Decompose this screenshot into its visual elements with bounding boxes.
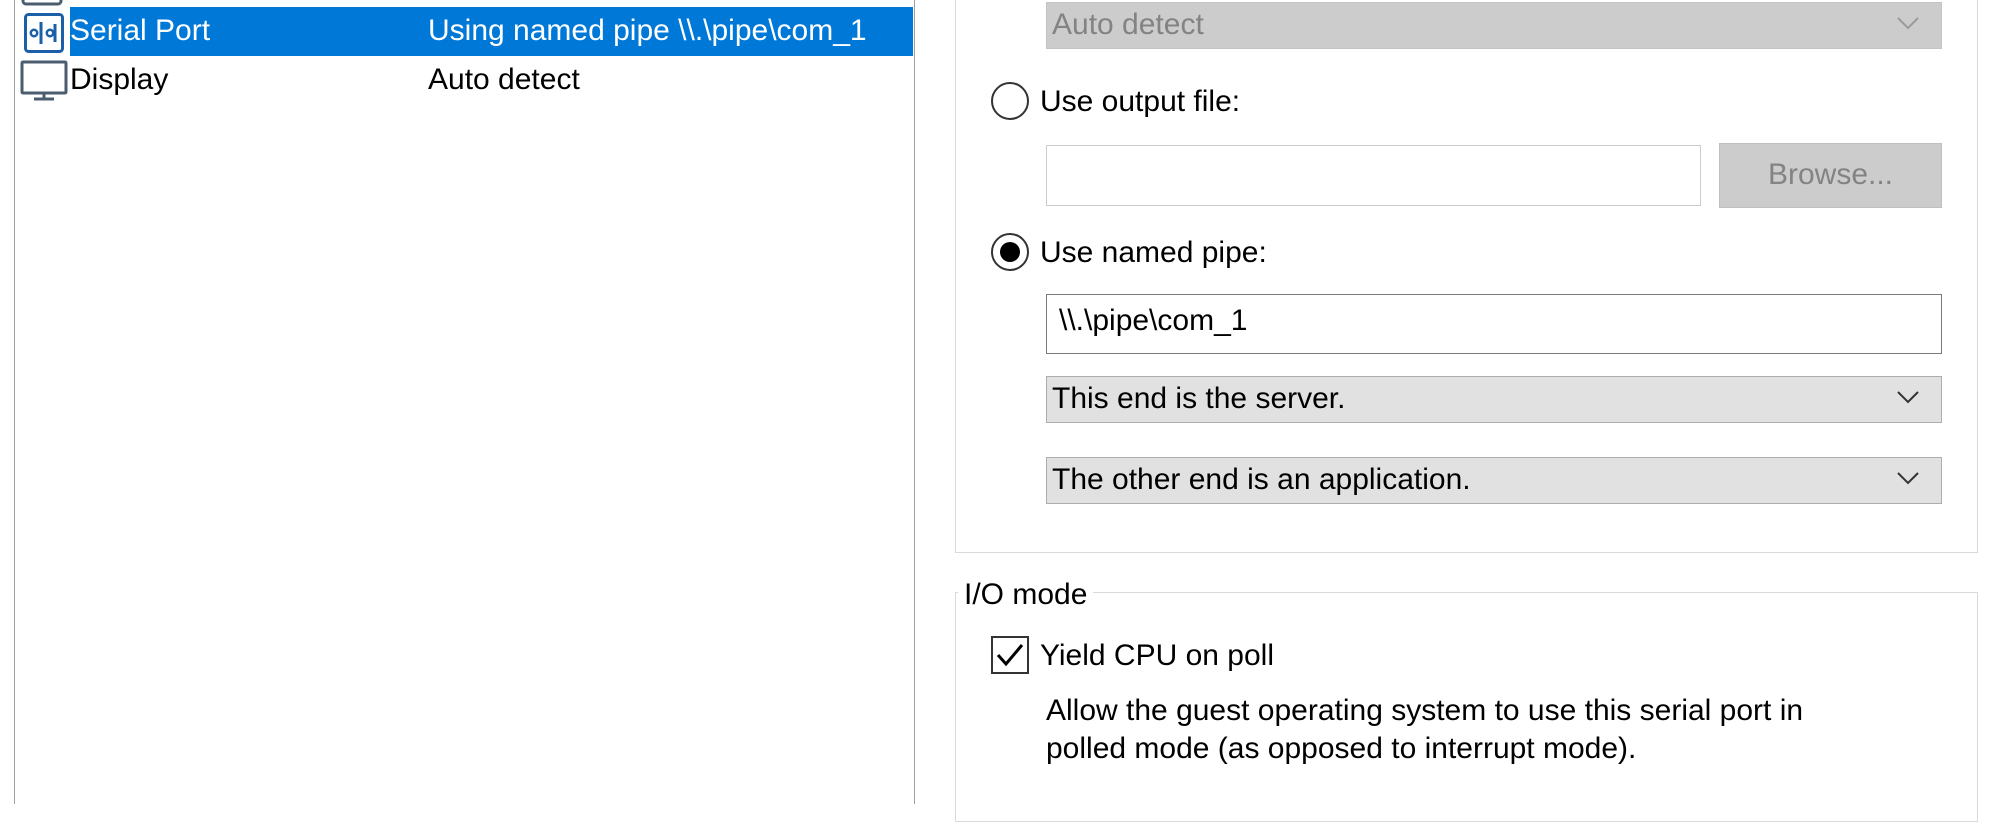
named-pipe-label: Use named pipe: (1040, 236, 1267, 269)
combo-value: This end is the server. (1052, 382, 1346, 415)
output-file-radio[interactable] (991, 82, 1029, 120)
device-name: Display (70, 63, 169, 96)
browse-button[interactable]: Browse... (1719, 143, 1942, 208)
far-end-combo[interactable]: The other end is an application. (1046, 457, 1942, 504)
monitor-icon (20, 60, 70, 102)
checkmark-icon (996, 644, 1024, 667)
named-pipe-radio[interactable] (991, 233, 1029, 271)
connection-group (955, 0, 1978, 553)
physical-port-combo: Auto detect (1046, 2, 1942, 49)
device-list-panel (14, 0, 915, 804)
device-row-display[interactable]: Display Auto detect (18, 58, 915, 106)
io-mode-title: I/O mode (958, 577, 1094, 613)
row-selection-highlight (70, 7, 913, 56)
output-file-label: Use output file: (1040, 85, 1241, 118)
chevron-down-icon (1897, 472, 1919, 485)
device-summary: Auto detect (428, 63, 580, 96)
description-line: polled mode (as opposed to interrupt mod… (1046, 732, 1637, 765)
named-pipe-input[interactable]: \\.\pipe\com_1 (1046, 294, 1942, 354)
device-row-serial-port[interactable]: Serial Port Using named pipe \\.\pipe\co… (18, 7, 915, 56)
io-mode-description: Allow the guest operating system to use … (1046, 692, 1946, 768)
combo-value: Auto detect (1052, 8, 1204, 41)
output-file-input[interactable] (1046, 145, 1701, 206)
radio-selected-dot (1000, 242, 1020, 262)
near-end-combo[interactable]: This end is the server. (1046, 376, 1942, 423)
description-line: Allow the guest operating system to use … (1046, 694, 1804, 727)
chevron-down-icon (1897, 391, 1919, 404)
chevron-down-icon (1897, 17, 1919, 30)
yield-cpu-checkbox[interactable] (991, 636, 1029, 674)
combo-value: The other end is an application. (1052, 463, 1471, 496)
device-name: Serial Port (70, 14, 211, 47)
serial-port-icon (24, 13, 64, 53)
network-adapter-icon (21, 0, 65, 6)
device-summary: Using named pipe \\.\pipe\com_1 (428, 14, 867, 47)
yield-cpu-label: Yield CPU on poll (1040, 639, 1275, 672)
